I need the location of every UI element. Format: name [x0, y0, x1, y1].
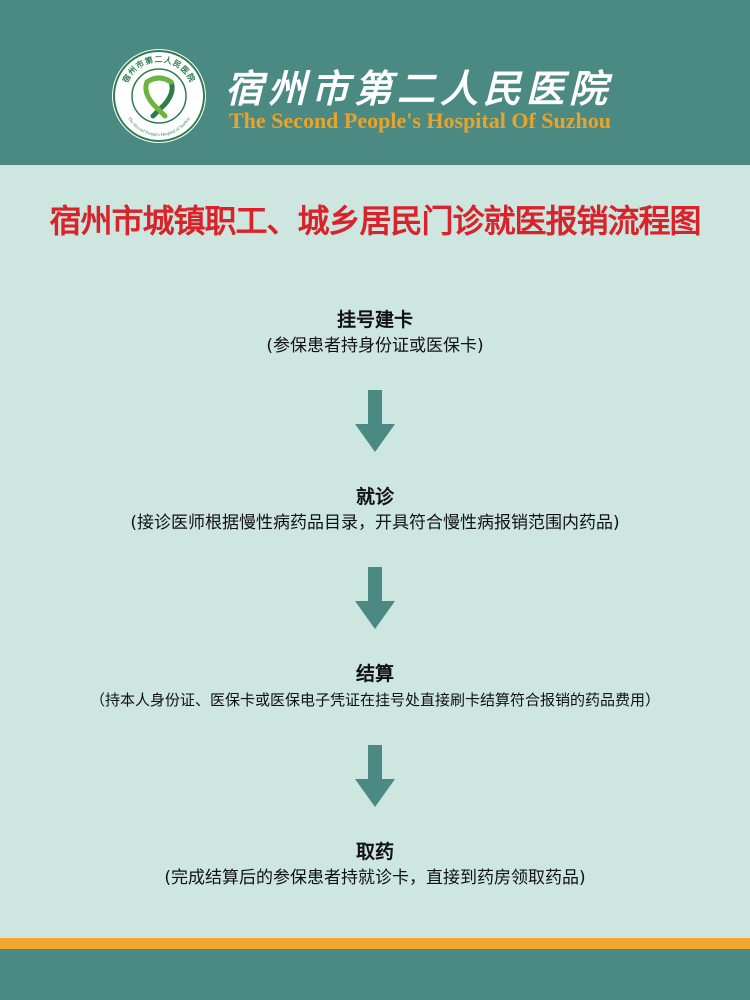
step-settlement: 结算 （持本人身份证、医保卡或医保电子凭证在挂号处直接刷卡结算符合报销的药品费用… — [0, 661, 750, 713]
step-title: 就诊 — [355, 486, 394, 508]
step-consultation: 就诊 (接诊医师根据慢性病药品目录，开具符合慢性病报销范围内药品) — [0, 484, 750, 536]
step-registration: 挂号建卡 (参保患者持身份证或医保卡) — [0, 307, 750, 359]
hospital-name-en: The Second People's Hospital Of Suzhou — [229, 108, 612, 133]
header-banner: 宿州市第二人民医院 The Second People's Hospital o… — [0, 0, 750, 165]
step-desc: （持本人身份证、医保卡或医保电子凭证在挂号处直接刷卡结算符合报销的药品费用） — [89, 691, 660, 709]
down-arrow-icon — [355, 745, 395, 807]
step-title: 取药 — [355, 841, 394, 863]
hospital-name-cn: 宿州市第二人民医院 — [225, 66, 613, 111]
step-desc: (接诊医师根据慢性病药品目录，开具符合慢性病报销范围内药品) — [130, 513, 620, 533]
step-pickup: 取药 (完成结算后的参保患者持就诊卡，直接到药房领取药品) — [0, 839, 750, 891]
hospital-logo: 宿州市第二人民医院 The Second People's Hospital o… — [112, 49, 206, 143]
footer-band — [0, 949, 750, 1000]
step-title: 结算 — [355, 663, 394, 685]
down-arrow-icon — [355, 390, 395, 452]
page-title: 宿州市城镇职工、城乡居民门诊就医报销流程图 — [49, 202, 701, 240]
footer-accent-bar — [0, 938, 750, 949]
step-desc: (参保患者持身份证或医保卡) — [266, 336, 484, 356]
step-title: 挂号建卡 — [336, 309, 413, 331]
step-desc: (完成结算后的参保患者持就诊卡，直接到药房领取药品) — [164, 868, 586, 888]
down-arrow-icon — [355, 567, 395, 629]
